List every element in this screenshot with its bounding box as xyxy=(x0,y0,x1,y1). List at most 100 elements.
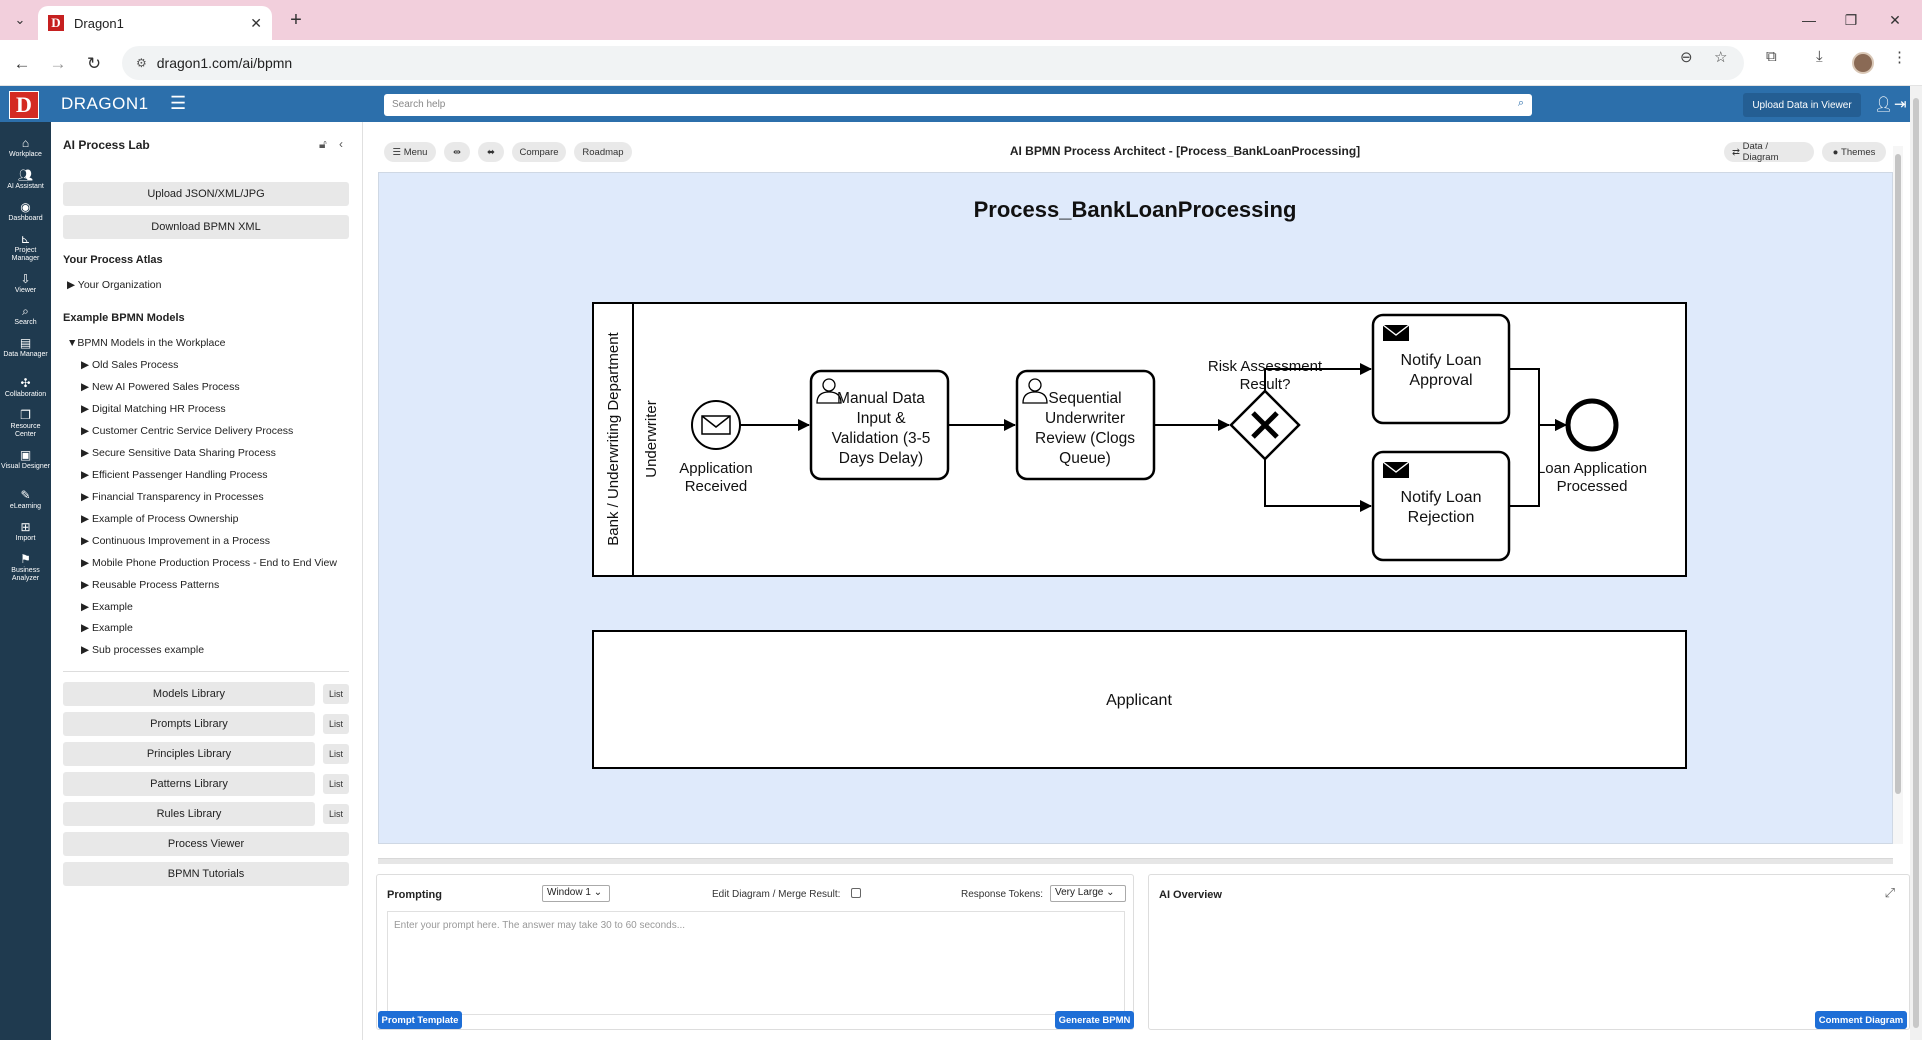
user-icon[interactable]: 👤︎ xyxy=(1874,96,1894,113)
principles-list-button[interactable]: List xyxy=(323,744,349,764)
end-event[interactable] xyxy=(1565,398,1619,452)
forward-icon[interactable]: → xyxy=(49,54,67,73)
rail-dashboard[interactable]: ◉Dashboard xyxy=(0,200,51,223)
tree-node-example[interactable]: ▶ Efficient Passenger Handling Process xyxy=(81,469,268,481)
process-viewer-button[interactable]: Process Viewer xyxy=(63,832,349,856)
bookmark-star-icon[interactable]: ☆ xyxy=(1714,49,1728,66)
scrollbar-thumb[interactable] xyxy=(1895,154,1901,794)
tree-node-example[interactable]: ▶ Mobile Phone Production Process - End … xyxy=(81,557,337,569)
tree-node-example[interactable]: ▶ Continuous Improvement in a Process xyxy=(81,535,270,547)
rules-list-button[interactable]: List xyxy=(323,804,349,824)
tree-node-example[interactable]: ▶ New AI Powered Sales Process xyxy=(81,381,240,393)
rail-search[interactable]: ⌕Search xyxy=(0,304,51,327)
tree-node-example[interactable]: ▶ Reusable Process Patterns xyxy=(81,579,220,591)
fit-button[interactable]: ⬌ xyxy=(478,142,504,162)
data-diagram-button[interactable]: ⇄ Data / Diagram xyxy=(1724,141,1814,163)
prompts-library-button[interactable]: Prompts Library xyxy=(63,712,315,736)
rules-library-button[interactable]: Rules Library xyxy=(63,802,315,826)
page-scrollbar[interactable] xyxy=(1910,86,1922,1040)
menu-button[interactable]: ☰ Menu xyxy=(384,142,436,162)
viewer-icon: ⇩ xyxy=(20,272,31,286)
search-help-input[interactable]: Search help ⌕ xyxy=(384,94,1532,116)
rail-viewer[interactable]: ⇩Viewer xyxy=(0,272,51,295)
zoom-icon[interactable]: ⊖ xyxy=(1680,49,1693,66)
align-button[interactable]: ⇹ xyxy=(444,142,470,162)
canvas-vertical-scrollbar[interactable] xyxy=(1893,146,1903,844)
rail-ai-assistant[interactable]: 👥︎AI Assistant xyxy=(0,168,51,191)
prompts-list-button[interactable]: List xyxy=(323,714,349,734)
app-header: D DRAGON1 ☰ Search help ⌕ Upload Data in… xyxy=(0,86,1910,122)
url-bar[interactable]: ⚙ dragon1.com/ai/bpmn xyxy=(122,46,1744,80)
models-library-button[interactable]: Models Library xyxy=(63,682,315,706)
lock-icon[interactable]: 🔓︎ xyxy=(319,137,327,151)
diagram-canvas[interactable]: Process_BankLoanProcessing Bank / Underw… xyxy=(378,172,1893,844)
download-bpmn-xml-button[interactable]: Download BPMN XML xyxy=(63,215,349,239)
upload-json-xml-jpg-button[interactable]: Upload JSON/XML/JPG xyxy=(63,182,349,206)
page-scrollbar-thumb[interactable] xyxy=(1913,98,1919,1028)
minimize-icon[interactable]: — xyxy=(1802,12,1816,28)
tree-node-example[interactable]: ▶ Old Sales Process xyxy=(81,359,179,371)
rail-resource-center[interactable]: ❐Resource Center xyxy=(0,408,51,439)
chevron-down-icon: ⌄ xyxy=(1106,887,1115,898)
tree-node-your-organization[interactable]: ▶ Your Organization xyxy=(67,279,162,291)
tree-node-example[interactable]: ▶ Example of Process Ownership xyxy=(81,513,239,525)
rail-import[interactable]: ⊞Import xyxy=(0,520,51,543)
rail-data-manager[interactable]: ▤Data Manager xyxy=(0,336,51,359)
site-info-icon[interactable]: ⚙ xyxy=(136,56,147,70)
tree-node-example[interactable]: ▶ Example xyxy=(81,622,133,634)
tree-node-example[interactable]: ▶ Example xyxy=(81,601,133,613)
tree-node-example[interactable]: ▶ Customer Centric Service Delivery Proc… xyxy=(81,425,294,437)
window-select[interactable]: Window 1 ⌄ xyxy=(542,885,610,902)
reload-icon[interactable]: ↻ xyxy=(86,54,102,73)
search-icon[interactable]: ⌕ xyxy=(1517,97,1524,109)
browser-tab[interactable]: D Dragon1 ✕ xyxy=(38,6,272,40)
back-icon[interactable]: ← xyxy=(13,54,31,73)
panel-splitter[interactable] xyxy=(378,858,1893,864)
prompt-template-button[interactable]: Prompt Template xyxy=(378,1011,462,1029)
edit-merge-checkbox[interactable] xyxy=(851,888,861,898)
prompt-textarea[interactable]: Enter your prompt here. The answer may t… xyxy=(387,911,1125,1015)
compare-button[interactable]: Compare xyxy=(512,142,566,162)
response-tokens-select[interactable]: Very Large ⌄ xyxy=(1050,885,1126,902)
rail-visual-designer[interactable]: ▣Visual Designer xyxy=(1,448,50,470)
expand-icon[interactable]: ⤢ xyxy=(1884,885,1895,900)
patterns-library-button[interactable]: Patterns Library xyxy=(63,772,315,796)
bpmn-tutorials-button[interactable]: BPMN Tutorials xyxy=(63,862,349,886)
logout-icon[interactable]: ⇥ xyxy=(1894,96,1907,113)
hamburger-menu-icon[interactable]: ☰ xyxy=(170,93,187,113)
close-tab-icon[interactable]: ✕ xyxy=(250,14,262,31)
models-list-button[interactable]: List xyxy=(323,684,349,704)
tree-node-example[interactable]: ▶ Sub processes example xyxy=(81,644,205,656)
rail-collaboration[interactable]: ✣Collaboration xyxy=(0,376,51,399)
tree-node-bpmn-models-workplace[interactable]: ▼BPMN Models in the Workplace xyxy=(67,337,226,349)
rail-project-manager[interactable]: ⊾Project Manager xyxy=(0,232,51,263)
brand-name[interactable]: DRAGON1 xyxy=(61,94,149,113)
principles-library-button[interactable]: Principles Library xyxy=(63,742,315,766)
tree-node-example[interactable]: ▶ Financial Transparency in Processes xyxy=(81,491,264,503)
close-window-icon[interactable]: ✕ xyxy=(1889,11,1901,28)
tree-node-example[interactable]: ▶ Digital Matching HR Process xyxy=(81,403,226,415)
upload-data-in-viewer-button[interactable]: Upload Data in Viewer xyxy=(1743,93,1861,117)
new-tab-icon[interactable]: + xyxy=(290,8,302,31)
rail-elearning[interactable]: ✎eLearning xyxy=(0,488,51,511)
browser-menu-icon[interactable]: ⋮ xyxy=(1892,49,1907,66)
comment-diagram-button[interactable]: Comment Diagram xyxy=(1815,1011,1907,1029)
download-icon[interactable]: ⤓ xyxy=(1816,48,1823,65)
generate-bpmn-button[interactable]: Generate BPMN xyxy=(1055,1011,1134,1029)
applicant-pool-label: Applicant xyxy=(1106,692,1172,709)
editor-toolbar: ☰ Menu ⇹ ⬌ Compare Roadmap ⇄ Data / Diag… xyxy=(376,140,1896,164)
task1-line1: Manual Data xyxy=(837,390,925,407)
collapse-panel-icon[interactable]: ‹ xyxy=(339,137,343,151)
themes-button[interactable]: ● Themes xyxy=(1822,142,1886,162)
restore-icon[interactable]: ❐ xyxy=(1844,11,1858,28)
profile-avatar[interactable] xyxy=(1852,52,1874,74)
tab-search-chevron-icon[interactable]: ⌄ xyxy=(14,12,26,27)
rail-business-analyzer[interactable]: ⚑Business Analyzer xyxy=(0,552,51,583)
extensions-icon[interactable]: ⧉ xyxy=(1766,48,1777,65)
roadmap-button[interactable]: Roadmap xyxy=(574,142,632,162)
dragon1-logo[interactable]: D xyxy=(9,91,39,119)
applicant-pool[interactable] xyxy=(592,630,1687,769)
patterns-list-button[interactable]: List xyxy=(323,774,349,794)
rail-workplace[interactable]: ⌂Workplace xyxy=(0,136,51,159)
tree-node-example[interactable]: ▶ Secure Sensitive Data Sharing Process xyxy=(81,447,276,459)
